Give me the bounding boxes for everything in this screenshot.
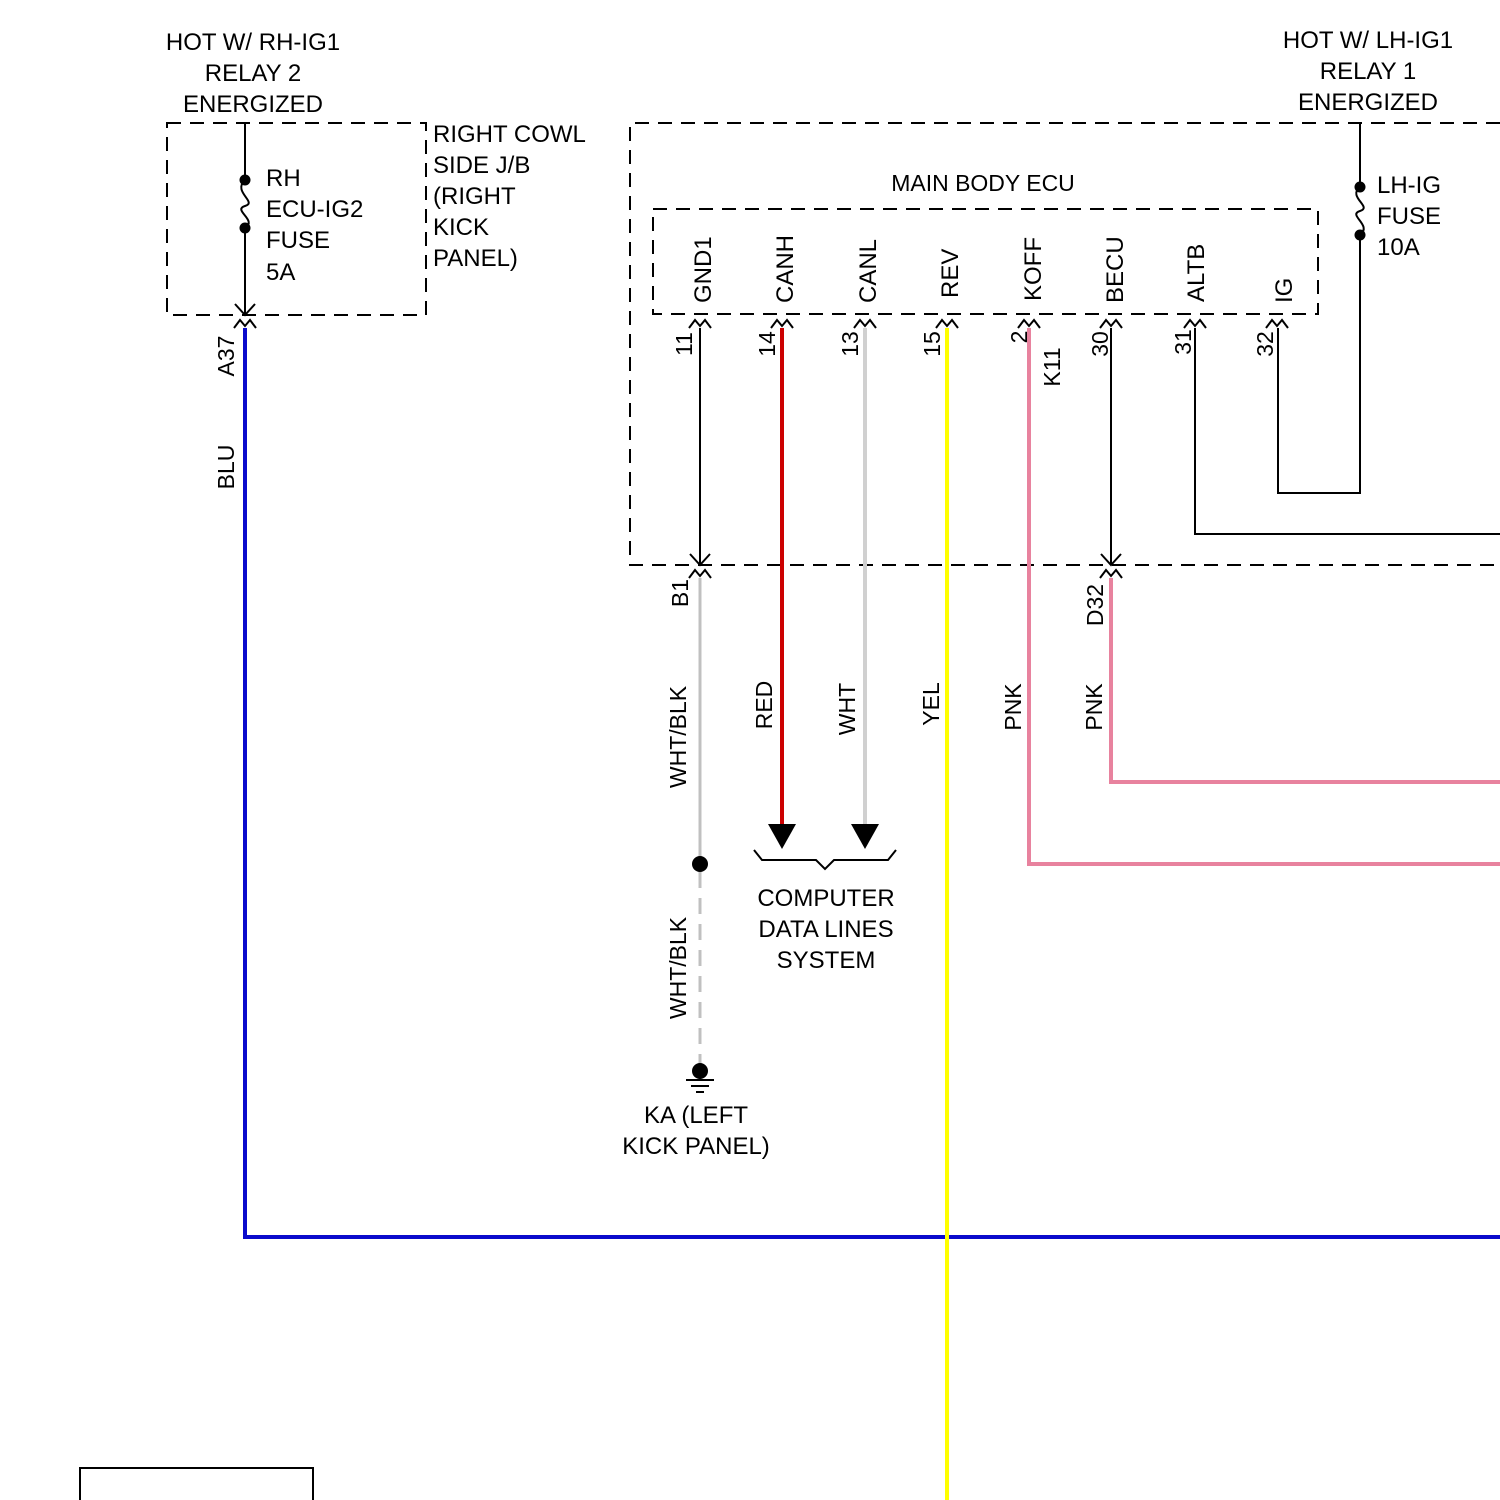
data-lines-line2: DATA LINES	[758, 916, 893, 943]
splice-point	[692, 856, 708, 872]
rh-hot-line3: ENERGIZED	[183, 91, 323, 118]
pin-name-ig: IG	[1271, 278, 1298, 303]
pin-name-altb: ALTB	[1183, 244, 1210, 302]
pin-name-becu: BECU	[1102, 236, 1129, 303]
jb-line1: RIGHT COWL	[433, 121, 586, 148]
rh-fuse-line4: 5A	[266, 259, 295, 286]
jb-line2: SIDE J/B	[433, 152, 530, 179]
pin-chevron-11	[689, 320, 711, 328]
lh-hot-line3: ENERGIZED	[1298, 89, 1438, 116]
ground-line2: KICK PANEL)	[622, 1133, 770, 1160]
pin-chevron-32	[1266, 320, 1288, 328]
wire-label-wht: WHT	[834, 683, 860, 735]
connector-k11: K11	[1039, 347, 1065, 386]
rh-hot-line2: RELAY 2	[205, 60, 302, 87]
rh-fuse-dot-top	[240, 175, 251, 186]
lh-fuse-dot-bottom	[1355, 230, 1366, 241]
canl-arrowhead	[851, 824, 879, 849]
pin-chevron-15	[936, 320, 958, 328]
pin-name-canh: CANH	[772, 235, 799, 303]
wire-label-wht-blk: WHT/BLK	[665, 685, 691, 788]
connector-d32: D32	[1082, 584, 1108, 626]
lh-fuse-line3: 10A	[1377, 234, 1420, 261]
lh-fuse-dot-top	[1355, 182, 1366, 193]
wire-ig-internal	[1278, 235, 1360, 493]
wire-pnk-becu	[1111, 578, 1500, 782]
chevron-b1	[689, 570, 711, 578]
pin-chevron-13	[854, 320, 876, 328]
ground-line1: KA (LEFT	[644, 1102, 748, 1129]
wire-label-pnk-koff: PNK	[1000, 683, 1026, 731]
jb-line3: (RIGHT	[433, 183, 516, 210]
canh-arrowhead	[768, 824, 796, 849]
pin-name-gnd1: GND1	[690, 236, 717, 303]
rh-hot-line1: HOT W/ RH-IG1	[166, 29, 340, 56]
wire-label-blu: BLU	[213, 445, 239, 490]
rh-fuse-line2: ECU-IG2	[266, 196, 363, 223]
main-body-ecu: MAIN BODY ECU GND1 CANH CANL REV KOFF BE…	[630, 123, 1500, 626]
ecu-title: MAIN BODY ECU	[891, 170, 1075, 196]
wire-label-wht-blk-lower: WHT/BLK	[665, 916, 691, 1019]
wire-label-yel: YEL	[918, 682, 944, 726]
pin-num-32: 32	[1252, 331, 1278, 357]
rh-supply: HOT W/ RH-IG1 RELAY 2 ENERGIZED RH ECU-I…	[166, 29, 586, 489]
rh-fuse-dot-bottom	[240, 223, 251, 234]
rh-fuse-line3: FUSE	[266, 227, 330, 254]
ecu-inner-box	[653, 209, 1318, 314]
pin-name-rev: REV	[937, 249, 964, 298]
data-lines-brace	[754, 850, 896, 869]
rh-fuse-symbol	[241, 180, 249, 228]
lh-fuse-line1: LH-IG	[1377, 172, 1441, 199]
lh-hot-line1: HOT W/ LH-IG1	[1283, 27, 1453, 54]
chevron-d32	[1100, 570, 1122, 578]
lh-fuse-symbol	[1356, 187, 1364, 235]
pin-num-30: 30	[1087, 331, 1113, 357]
wire-label-red: RED	[751, 681, 777, 730]
data-lines-line3: SYSTEM	[777, 947, 876, 974]
rh-connector-chevron	[234, 320, 256, 328]
pin-num-31: 31	[1170, 329, 1196, 355]
lh-fuse-line2: FUSE	[1377, 203, 1441, 230]
pin-name-koff: KOFF	[1020, 237, 1047, 301]
pin-chevron-2	[1018, 320, 1040, 328]
jb-line4: KICK	[433, 214, 489, 241]
pin-num-13: 13	[837, 331, 863, 357]
pin-num-15: 15	[919, 331, 945, 357]
connector-a37: A37	[213, 336, 239, 377]
partial-component-box	[80, 1468, 313, 1500]
lh-supply: HOT W/ LH-IG1 RELAY 1 ENERGIZED LH-IG FU…	[1283, 27, 1453, 261]
lh-hot-line2: RELAY 1	[1320, 58, 1417, 85]
pin-chevron-31	[1184, 320, 1206, 328]
data-lines-line1: COMPUTER	[757, 885, 894, 912]
wire-label-pnk-becu: PNK	[1081, 683, 1107, 731]
ground-symbol	[686, 1071, 714, 1092]
pin-chevron-14	[771, 320, 793, 328]
pin-num-11: 11	[671, 332, 697, 356]
pin-name-canl: CANL	[855, 239, 882, 303]
connector-b1: B1	[667, 579, 693, 607]
pin-chevron-30	[1100, 320, 1122, 328]
jb-line5: PANEL)	[433, 245, 518, 272]
pin-num-14: 14	[754, 331, 780, 357]
rh-fuse-line1: RH	[266, 165, 301, 192]
wire-altb-internal	[1195, 328, 1500, 534]
